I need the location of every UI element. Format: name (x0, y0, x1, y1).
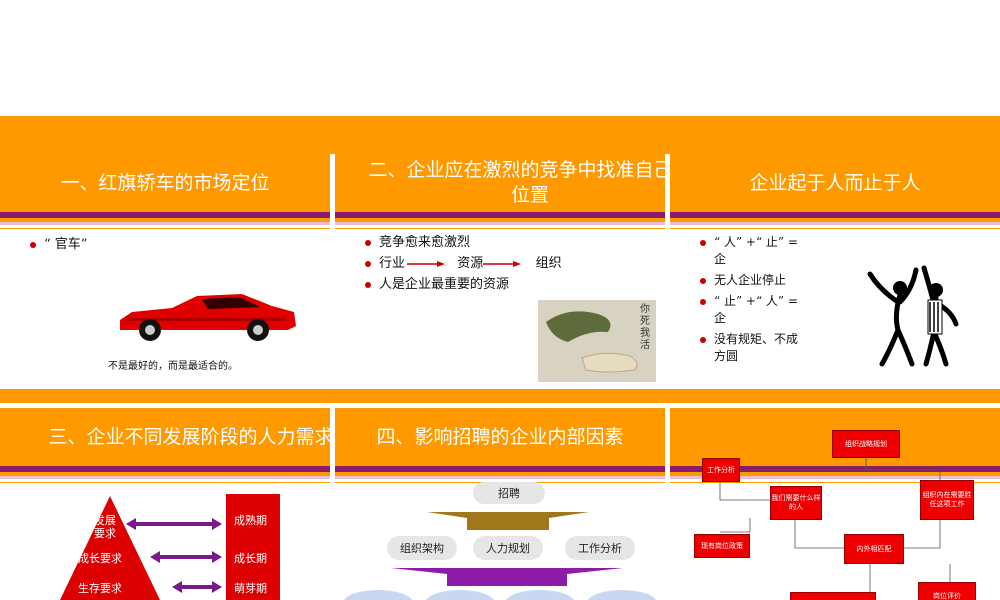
funnel-shape (427, 512, 589, 530)
need-label: 成长要求 (78, 552, 122, 565)
flow-box: 工作分析 (702, 458, 740, 482)
double-arrow-icon (126, 518, 222, 530)
image-caption: 你死我活 (640, 304, 650, 351)
slide-title: 二、企业应在激烈的竞争中找准自己的位置 (335, 154, 665, 212)
slide-thumbnail-6[interactable]: 组织战略规划 工作分析 我们需要什么样的人 组织内在需要胜任这项工作 现有岗位政… (670, 408, 1000, 600)
slide-title: 四、影响招聘的企业内部因素 (335, 408, 665, 466)
stage-label: 成长期 (234, 552, 267, 565)
need-label: 生存要求 (78, 582, 122, 595)
factor-node: 工作分析 (565, 536, 635, 560)
recruit-node: 招聘 (473, 482, 545, 504)
bullet-item: 竞争愈来愈激烈 (363, 234, 562, 251)
stage-label: 成熟期 (234, 514, 267, 527)
funnel-shape (391, 568, 623, 586)
flow-item: 行业 (379, 256, 406, 271)
red-car-icon (120, 294, 296, 341)
bullet-list: “ 官车” (28, 236, 87, 257)
flow-box: 现有岗位政策 (694, 534, 750, 558)
slide-thumbnail-1[interactable]: 一、红旗轿车的市场定位 “ 官车” 不是最好的，而是最适合的。 (0, 154, 330, 389)
top-orange-band (0, 116, 1000, 154)
slide-thumbnail-3[interactable]: 企业起于人而止于人 “ 人” +“ 止” = 企 无人企业停止 “ 止” +“ … (670, 154, 1000, 389)
double-arrow-icon (172, 581, 222, 593)
factor-node: 人力规划 (473, 536, 543, 560)
flow-item: 组织 (535, 256, 562, 271)
flow-box: 我们需要什么样的人 (770, 486, 822, 520)
bullet-list: “ 人” +“ 止” = 企 无人企业停止 “ 止” +“ 人” = 企 没有规… (698, 234, 808, 369)
flow-item: 资源 (457, 256, 484, 271)
bullet-item: 人是企业最重要的资源 (363, 276, 562, 293)
pyramid-diagram (60, 496, 160, 600)
flow-box: 内外相匹配 (844, 534, 904, 564)
arrow-icon (407, 261, 445, 267)
slide-thumbnail-5[interactable]: 四、影响招聘的企业内部因素 招聘 组织架构 人力规划 工作分析 (335, 408, 665, 600)
factor-oval (505, 590, 575, 600)
arrow-icon (483, 261, 521, 267)
bullet-item: “ 人” +“ 止” = 企 (698, 234, 808, 268)
caption: 不是最好的，而是最适合的。 (108, 361, 238, 372)
flow-box (790, 592, 876, 600)
bullet-item-flow: 行业 资源 组织 (363, 255, 562, 272)
bullet-item: “ 止” +“ 人” = 企 (698, 293, 808, 327)
factor-node: 组织架构 (387, 536, 457, 560)
flow-box: 组织战略规划 (832, 430, 900, 458)
bullet-item: 没有规矩、不成方圆 (698, 331, 808, 365)
slide-title: 一、红旗轿车的市场定位 (0, 154, 330, 212)
dancing-figures-icon (867, 265, 959, 367)
slide-thumbnail-2[interactable]: 二、企业应在激烈的竞争中找准自己的位置 竞争愈来愈激烈 行业 资源 组织 人是企… (335, 154, 665, 389)
middle-orange-band (0, 389, 1000, 403)
slide-title: 三、企业不同发展阶段的人力需求 (0, 408, 330, 466)
flow-box: 岗位评价 (918, 582, 976, 600)
stage-label: 萌芽期 (234, 582, 267, 595)
slide-title: 企业起于人而止于人 (670, 154, 1000, 212)
factor-oval (343, 590, 413, 600)
need-label: 发展要求 (94, 514, 116, 540)
flow-box: 组织内在需要胜任这项工作 (920, 480, 974, 520)
stage-column (226, 494, 280, 600)
factor-oval (425, 590, 495, 600)
slide-thumbnail-4[interactable]: 三、企业不同发展阶段的人力需求 发展要求 成长要求 生存要求 成熟期 成长期 萌… (0, 408, 330, 600)
bullet-list: 竞争愈来愈激烈 行业 资源 组织 人是企业最重要的资源 (363, 234, 562, 297)
animal-fight-icon (546, 311, 638, 373)
crocodile-image: 你死我活 (538, 300, 656, 382)
bullet-item: “ 官车” (28, 236, 87, 253)
flow-connectors (719, 458, 951, 594)
double-arrow-icon (150, 551, 222, 563)
bullet-item: 无人企业停止 (698, 272, 808, 289)
factor-oval (587, 590, 657, 600)
